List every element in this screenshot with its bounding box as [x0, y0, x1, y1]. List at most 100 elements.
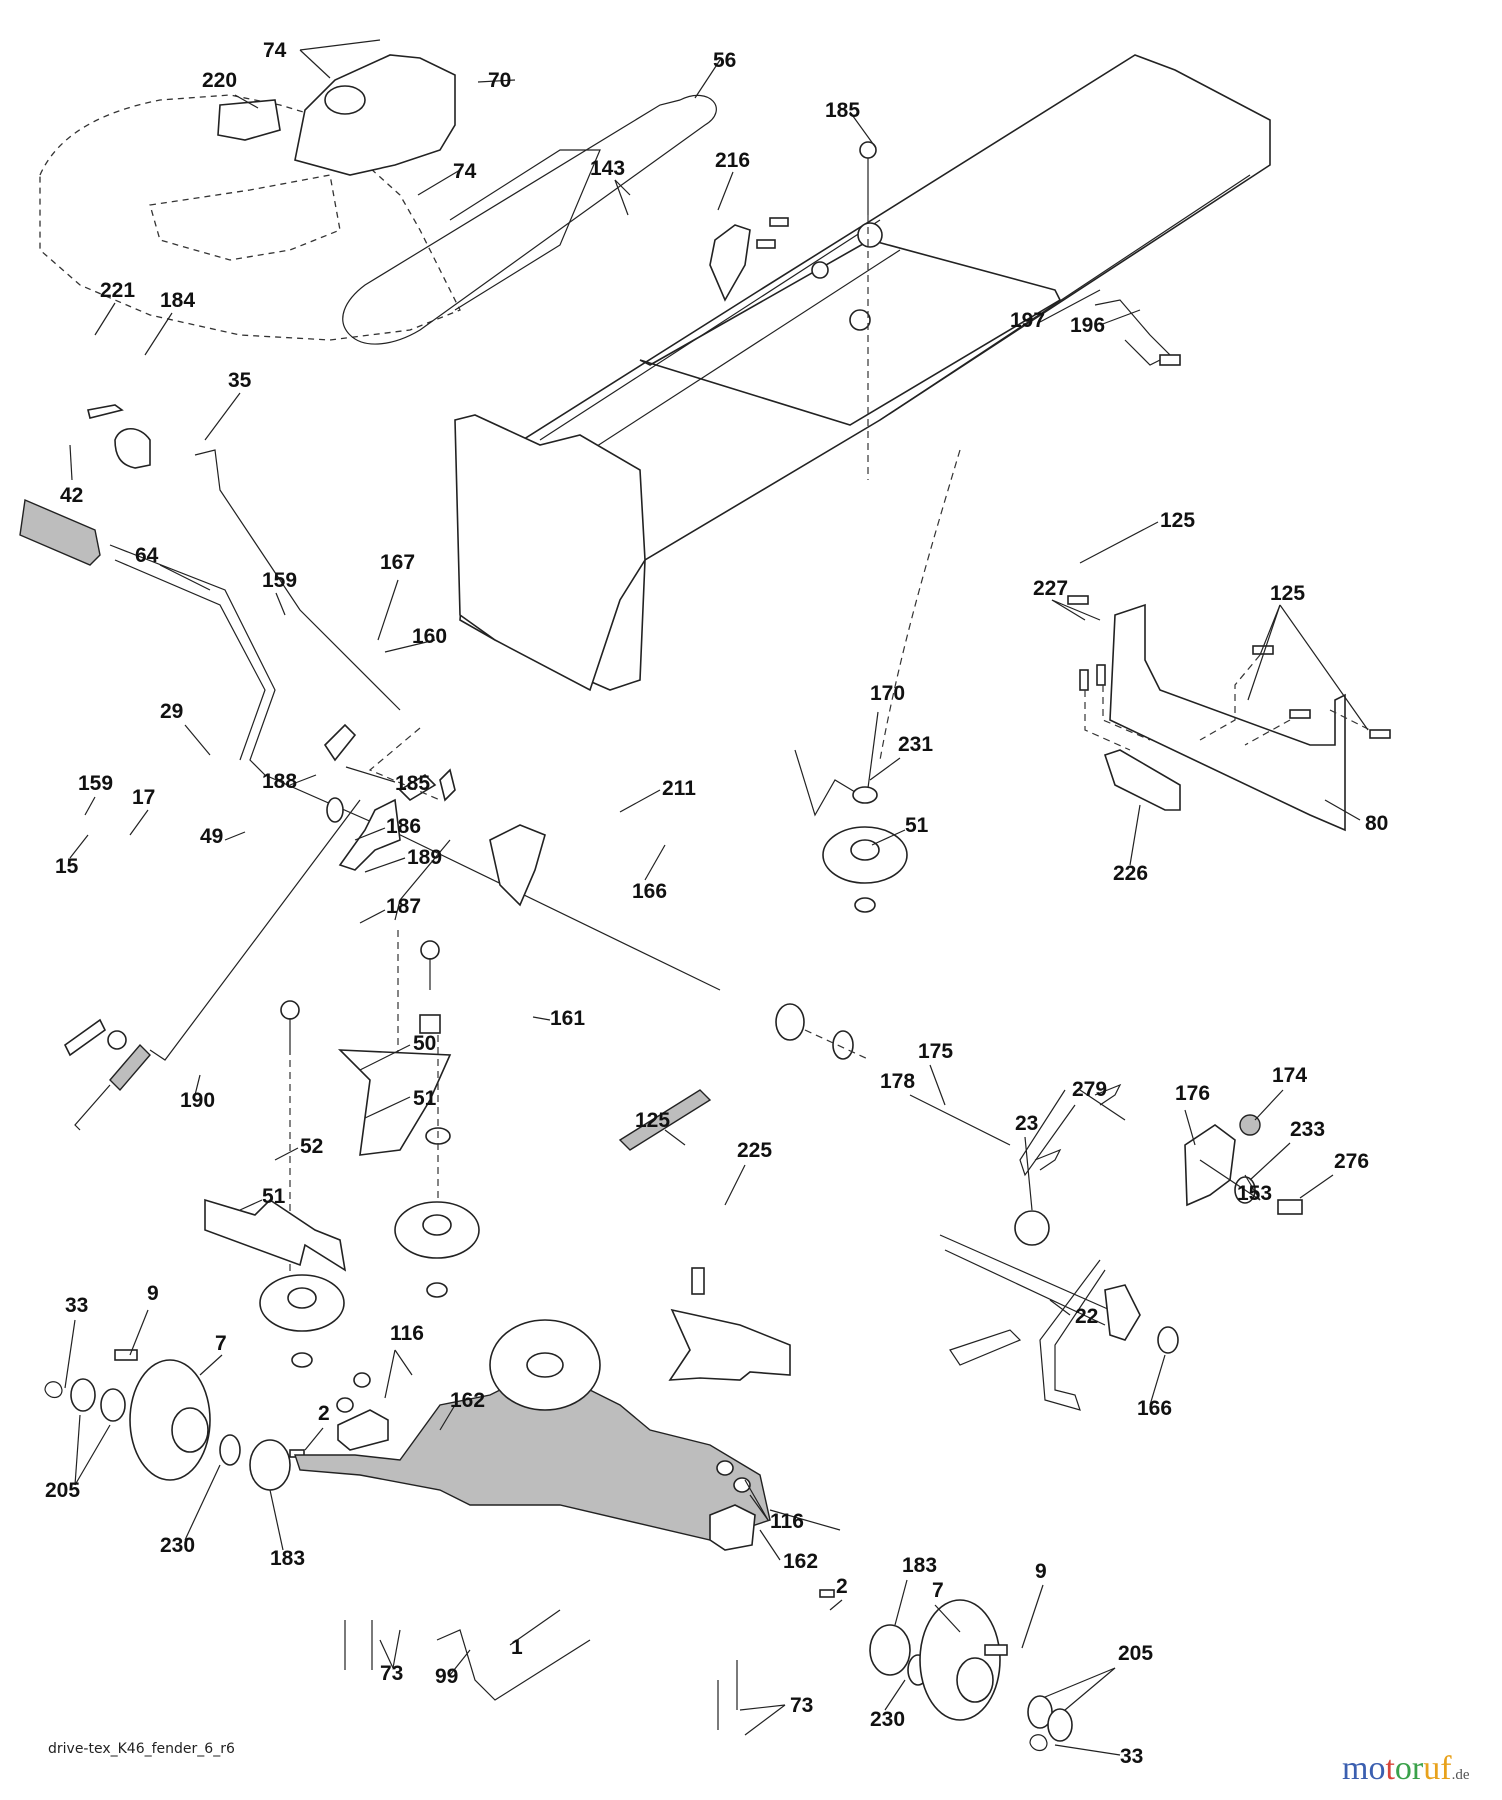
bolt-185b-head [420, 940, 440, 960]
part-number-label: 80 [1365, 812, 1388, 835]
leader-line [739, 1704, 786, 1711]
callout-part-216: 216 [715, 149, 750, 211]
part-number-label: 49 [200, 825, 223, 848]
callout-part-205: 205 [1044, 1642, 1153, 1711]
knob-184-shape [114, 427, 151, 469]
callout-part-159: 159 [78, 772, 113, 816]
callout-part-73: 73 [739, 1694, 813, 1736]
oring-23-shape [1014, 1210, 1050, 1246]
callout-part-175: 175 [918, 1040, 953, 1106]
part-illustrations [19, 54, 1391, 1752]
callout-part-160: 160 [384, 625, 447, 653]
part-number-label: 64 [135, 544, 159, 567]
part-number-label: 166 [1137, 1397, 1172, 1420]
cotter-159-shape [323, 723, 357, 762]
callout-part-29: 29 [160, 700, 211, 756]
callout-part-174: 174 [1254, 1064, 1307, 1121]
guide-190-shape [204, 1198, 347, 1272]
leader-line [184, 1464, 221, 1541]
callout-part-51: 51 [871, 814, 929, 846]
shaft-175-shape [939, 1234, 1111, 1326]
watermark-letter: t [1385, 1750, 1395, 1787]
callout-part-116: 116 [384, 1322, 424, 1399]
shaft-bracket [489, 824, 546, 907]
part-number-label: 99 [435, 1665, 458, 1688]
part-number-label: 162 [450, 1389, 485, 1412]
leader-line [1051, 599, 1086, 621]
part-number-label: 9 [147, 1282, 159, 1305]
nut-51-shape [426, 1282, 448, 1298]
part-number-label: 185 [395, 772, 430, 795]
part-number-label: 188 [262, 770, 297, 793]
watermark-tld: .de [1451, 1767, 1470, 1783]
leader-line [69, 834, 89, 859]
leader-line [717, 171, 734, 211]
nut-51b-shape [291, 1352, 313, 1368]
leader-line [829, 1599, 843, 1611]
washer-166-shape [832, 1030, 854, 1060]
washer-15-shape [107, 1030, 127, 1050]
washer-166b-shape [1157, 1326, 1179, 1354]
rod-22-shape [1039, 1259, 1106, 1411]
clip-221-shape [87, 404, 124, 419]
bracket-216-shape [709, 224, 751, 302]
callout-part-279: 279 [1072, 1078, 1126, 1121]
callout-part-230: 230 [160, 1464, 221, 1557]
callout-part-230: 230 [870, 1679, 906, 1731]
part-number-label: 23 [1015, 1112, 1038, 1135]
leader-line [894, 1579, 908, 1626]
callout-part-205: 205 [45, 1414, 111, 1502]
callout-part-52: 52 [274, 1135, 323, 1161]
leader-line [694, 59, 721, 99]
callout-part-185: 185 [825, 99, 877, 149]
leader-line [364, 1096, 411, 1119]
callout-part-99: 99 [435, 1649, 471, 1688]
part-number-label: 29 [160, 700, 183, 723]
callout-part-186: 186 [354, 815, 421, 841]
setscrew-9b-shape [984, 1644, 1008, 1656]
callout-part-143: 143 [590, 157, 631, 216]
motoruf-watermark-logo: motoruf.de [1342, 1752, 1469, 1792]
leader-line [129, 1309, 149, 1356]
leader-line [1044, 1667, 1116, 1698]
bushing-211-shape [775, 1003, 805, 1041]
part-number-label: 178 [880, 1070, 915, 1093]
callout-part-50: 50 [359, 1032, 436, 1071]
callout-part-1: 1 [509, 1609, 561, 1659]
callout-part-7: 7 [932, 1579, 961, 1633]
hub-7b-shape [919, 1599, 1001, 1721]
part-number-label: 7 [215, 1332, 227, 1355]
leader-line [867, 711, 879, 789]
leader-line [1299, 1174, 1334, 1199]
leader-line [934, 1604, 961, 1633]
dash-panel-70-shape [294, 54, 456, 176]
leader-line [614, 179, 629, 216]
transaxle-right-axle [769, 1509, 841, 1531]
drawing-identifier: drive-tex_K46_fender_6_r6 [48, 1741, 235, 1757]
leader-line [509, 1609, 561, 1646]
part-number-label: 205 [1118, 1642, 1153, 1665]
washer-205-a [70, 1378, 96, 1412]
part-number-label: 187 [386, 895, 421, 918]
guard-80-shape [1109, 603, 1346, 832]
part-number-label: 42 [60, 484, 83, 507]
callout-part-15: 15 [55, 834, 89, 878]
leader-line [477, 79, 516, 83]
spacer-183b-shape [869, 1624, 911, 1676]
callout-part-73: 73 [379, 1629, 403, 1685]
leader-line [449, 1649, 471, 1676]
bracket-162-a [337, 1409, 389, 1451]
clip-153-a [1094, 1083, 1122, 1106]
bolt-227-b [1096, 664, 1106, 686]
part-number-label: 125 [635, 1109, 670, 1132]
shaft-64-inner [114, 559, 266, 761]
setscrew-9-shape [114, 1349, 138, 1361]
leader-line [304, 1427, 324, 1451]
leader-line [614, 179, 631, 196]
callout-part-9: 9 [1021, 1560, 1047, 1649]
bolt-125-a [1067, 595, 1089, 605]
callout-part-9: 9 [129, 1282, 159, 1356]
leader-line [744, 1479, 769, 1521]
callout-part-23: 23 [1015, 1112, 1038, 1211]
